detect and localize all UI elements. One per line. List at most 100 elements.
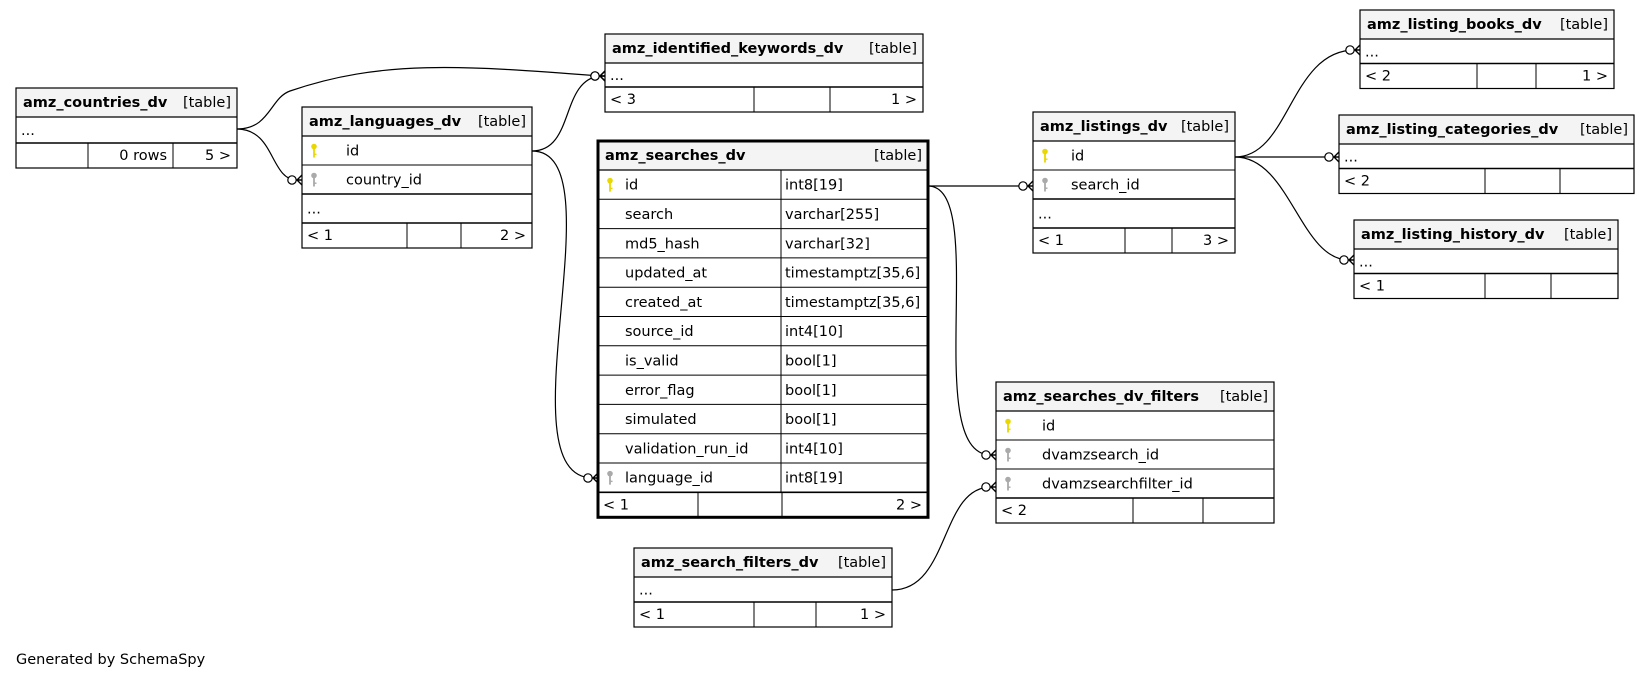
table-name: amz_listing_books_dv	[1367, 17, 1542, 33]
more-columns-ellipsis: ...	[1359, 254, 1373, 270]
footer-parents-count: < 2	[1001, 503, 1027, 519]
footer-children-count: 2 >	[500, 228, 526, 244]
optional-marker	[1018, 181, 1028, 191]
crows-foot-marker	[1354, 44, 1361, 56]
column-name: dvamzsearch_id	[1042, 448, 1159, 464]
relationship-edge	[891, 486, 992, 591]
primary-key-icon	[1005, 418, 1011, 433]
column-name: dvamzsearchfilter_id	[1042, 477, 1193, 493]
footer-parents-count: < 1	[603, 497, 629, 513]
crows-foot-marker	[990, 449, 997, 461]
more-columns-ellipsis: ...	[21, 123, 35, 139]
crows-foot-marker	[1333, 151, 1340, 163]
more-columns-ellipsis: ...	[639, 583, 653, 599]
relationship-edge	[1234, 156, 1350, 261]
column-row: country_id	[302, 164, 532, 189]
table-border	[1359, 9, 1615, 90]
table-amz-listing-categories-dv[interactable]: amz_listing_categories_dv[table]...< 2	[1338, 114, 1635, 195]
relationship-edge	[236, 128, 298, 181]
column-row: dvamzsearchfilter_id	[996, 468, 1274, 493]
optional-marker	[590, 71, 600, 81]
relationship-lines	[236, 44, 1361, 591]
table-header	[634, 548, 892, 577]
column-name: language_id	[625, 471, 713, 487]
optional-marker	[1345, 45, 1355, 55]
relationship-edge	[1234, 49, 1356, 158]
footer-parents-count: < 2	[1344, 174, 1370, 190]
table-border	[1338, 114, 1635, 195]
footer-parents-count: < 2	[1365, 69, 1391, 85]
more-columns-ellipsis: ...	[307, 202, 321, 218]
column-name: md5_hash	[625, 236, 700, 252]
table-name: amz_searches_dv	[605, 148, 746, 164]
table-border	[604, 33, 924, 113]
column-name: is_valid	[625, 353, 679, 369]
foreign-key-icon	[607, 470, 613, 485]
footer-parents-count: < 1	[1038, 233, 1064, 249]
more-columns-ellipsis: ...	[1344, 149, 1358, 165]
footer-children-count: 1 >	[860, 607, 886, 623]
column-type: int4[10]	[785, 324, 843, 340]
table-border	[301, 106, 533, 249]
footer-parents-count: < 1	[639, 607, 665, 623]
table-name: amz_listing_history_dv	[1361, 227, 1545, 243]
column-row: id	[311, 144, 359, 160]
table-header	[996, 382, 1274, 411]
more-columns-ellipsis: ...	[1038, 207, 1052, 223]
column-type: int8[19]	[785, 178, 843, 194]
foreign-key-icon	[1005, 447, 1011, 462]
table-kind: [table]	[1181, 119, 1229, 135]
column-name: source_id	[625, 324, 694, 340]
crows-foot-marker	[990, 481, 997, 493]
table-header	[598, 141, 928, 170]
table-name: amz_identified_keywords_dv	[612, 41, 844, 57]
table-amz-searches-dv-filters[interactable]: amz_searches_dv_filters[table]iddvamzsea…	[995, 381, 1275, 524]
column-row: id	[1005, 419, 1055, 435]
column-name: country_id	[346, 173, 422, 189]
footer-children-count: 1 >	[891, 92, 917, 108]
table-header	[1360, 10, 1614, 39]
crows-foot-marker	[296, 174, 303, 186]
table-name: amz_languages_dv	[309, 114, 462, 130]
more-columns-ellipsis: ...	[1365, 44, 1379, 60]
table-kind: [table]	[1564, 227, 1612, 243]
foreign-key-icon	[1042, 177, 1048, 192]
column-row: search_id	[1033, 169, 1235, 194]
column-name: id	[1071, 149, 1084, 165]
column-row: source_id int4[10]	[598, 316, 928, 346]
column-name: id	[346, 144, 359, 160]
table-header	[302, 107, 532, 136]
optional-marker	[981, 450, 991, 460]
footer-children-count: 5 >	[205, 148, 231, 164]
primary-key-icon	[607, 177, 613, 192]
primary-key-icon	[311, 143, 317, 158]
table-amz-languages-dv[interactable]: amz_languages_dv[table]idcountry_id...< …	[301, 106, 533, 249]
table-amz-listing-history-dv[interactable]: amz_listing_history_dv[table]...< 1	[1353, 219, 1619, 300]
foreign-key-icon	[311, 172, 317, 187]
footer-children-count: 2 >	[896, 497, 922, 513]
table-name: amz_search_filters_dv	[641, 555, 819, 571]
table-kind: [table]	[1560, 17, 1608, 33]
relationship-edge	[236, 66, 601, 130]
column-type: timestamptz[35,6]	[785, 266, 920, 282]
table-border	[596, 139, 930, 519]
relationship-edge	[531, 75, 601, 152]
primary-key-icon	[1042, 148, 1048, 163]
table-kind: [table]	[1580, 122, 1628, 138]
crows-foot-marker	[1348, 254, 1355, 266]
table-kind: [table]	[478, 114, 526, 130]
table-border	[995, 381, 1275, 524]
table-name: amz_listings_dv	[1040, 119, 1168, 135]
